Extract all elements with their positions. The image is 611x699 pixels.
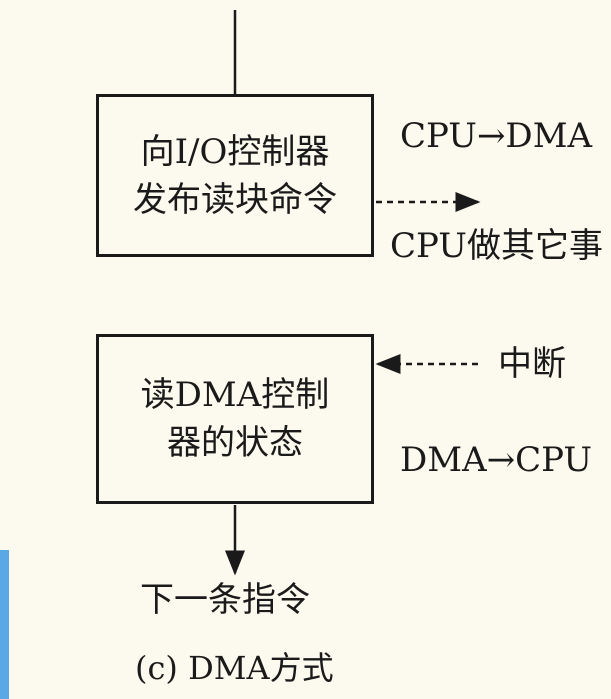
cpu-to-dma-label: CPU→DMA [400, 116, 593, 156]
figure-caption: (c) DMA方式 [135, 649, 334, 687]
issue-read-line2: 发布读块命令 [133, 179, 337, 220]
dma-to-cpu-label: DMA→CPU [400, 440, 593, 480]
cpu-other-work-label: CPU做其它事 [390, 226, 603, 266]
issue-read-line1: 向I/O控制器 [140, 131, 330, 172]
interrupt-label: 中断 [498, 344, 566, 384]
left-accent-bar [0, 550, 9, 699]
read-status-line1: 读DMA控制 [140, 375, 330, 415]
issue-read-command-box: 向I/O控制器 发布读块命令 [96, 94, 374, 257]
next-instruction-label: 下一条指令 [140, 580, 310, 620]
read-status-line2: 器的状态 [167, 423, 303, 463]
read-dma-status-box: 读DMA控制 器的状态 [96, 334, 374, 504]
